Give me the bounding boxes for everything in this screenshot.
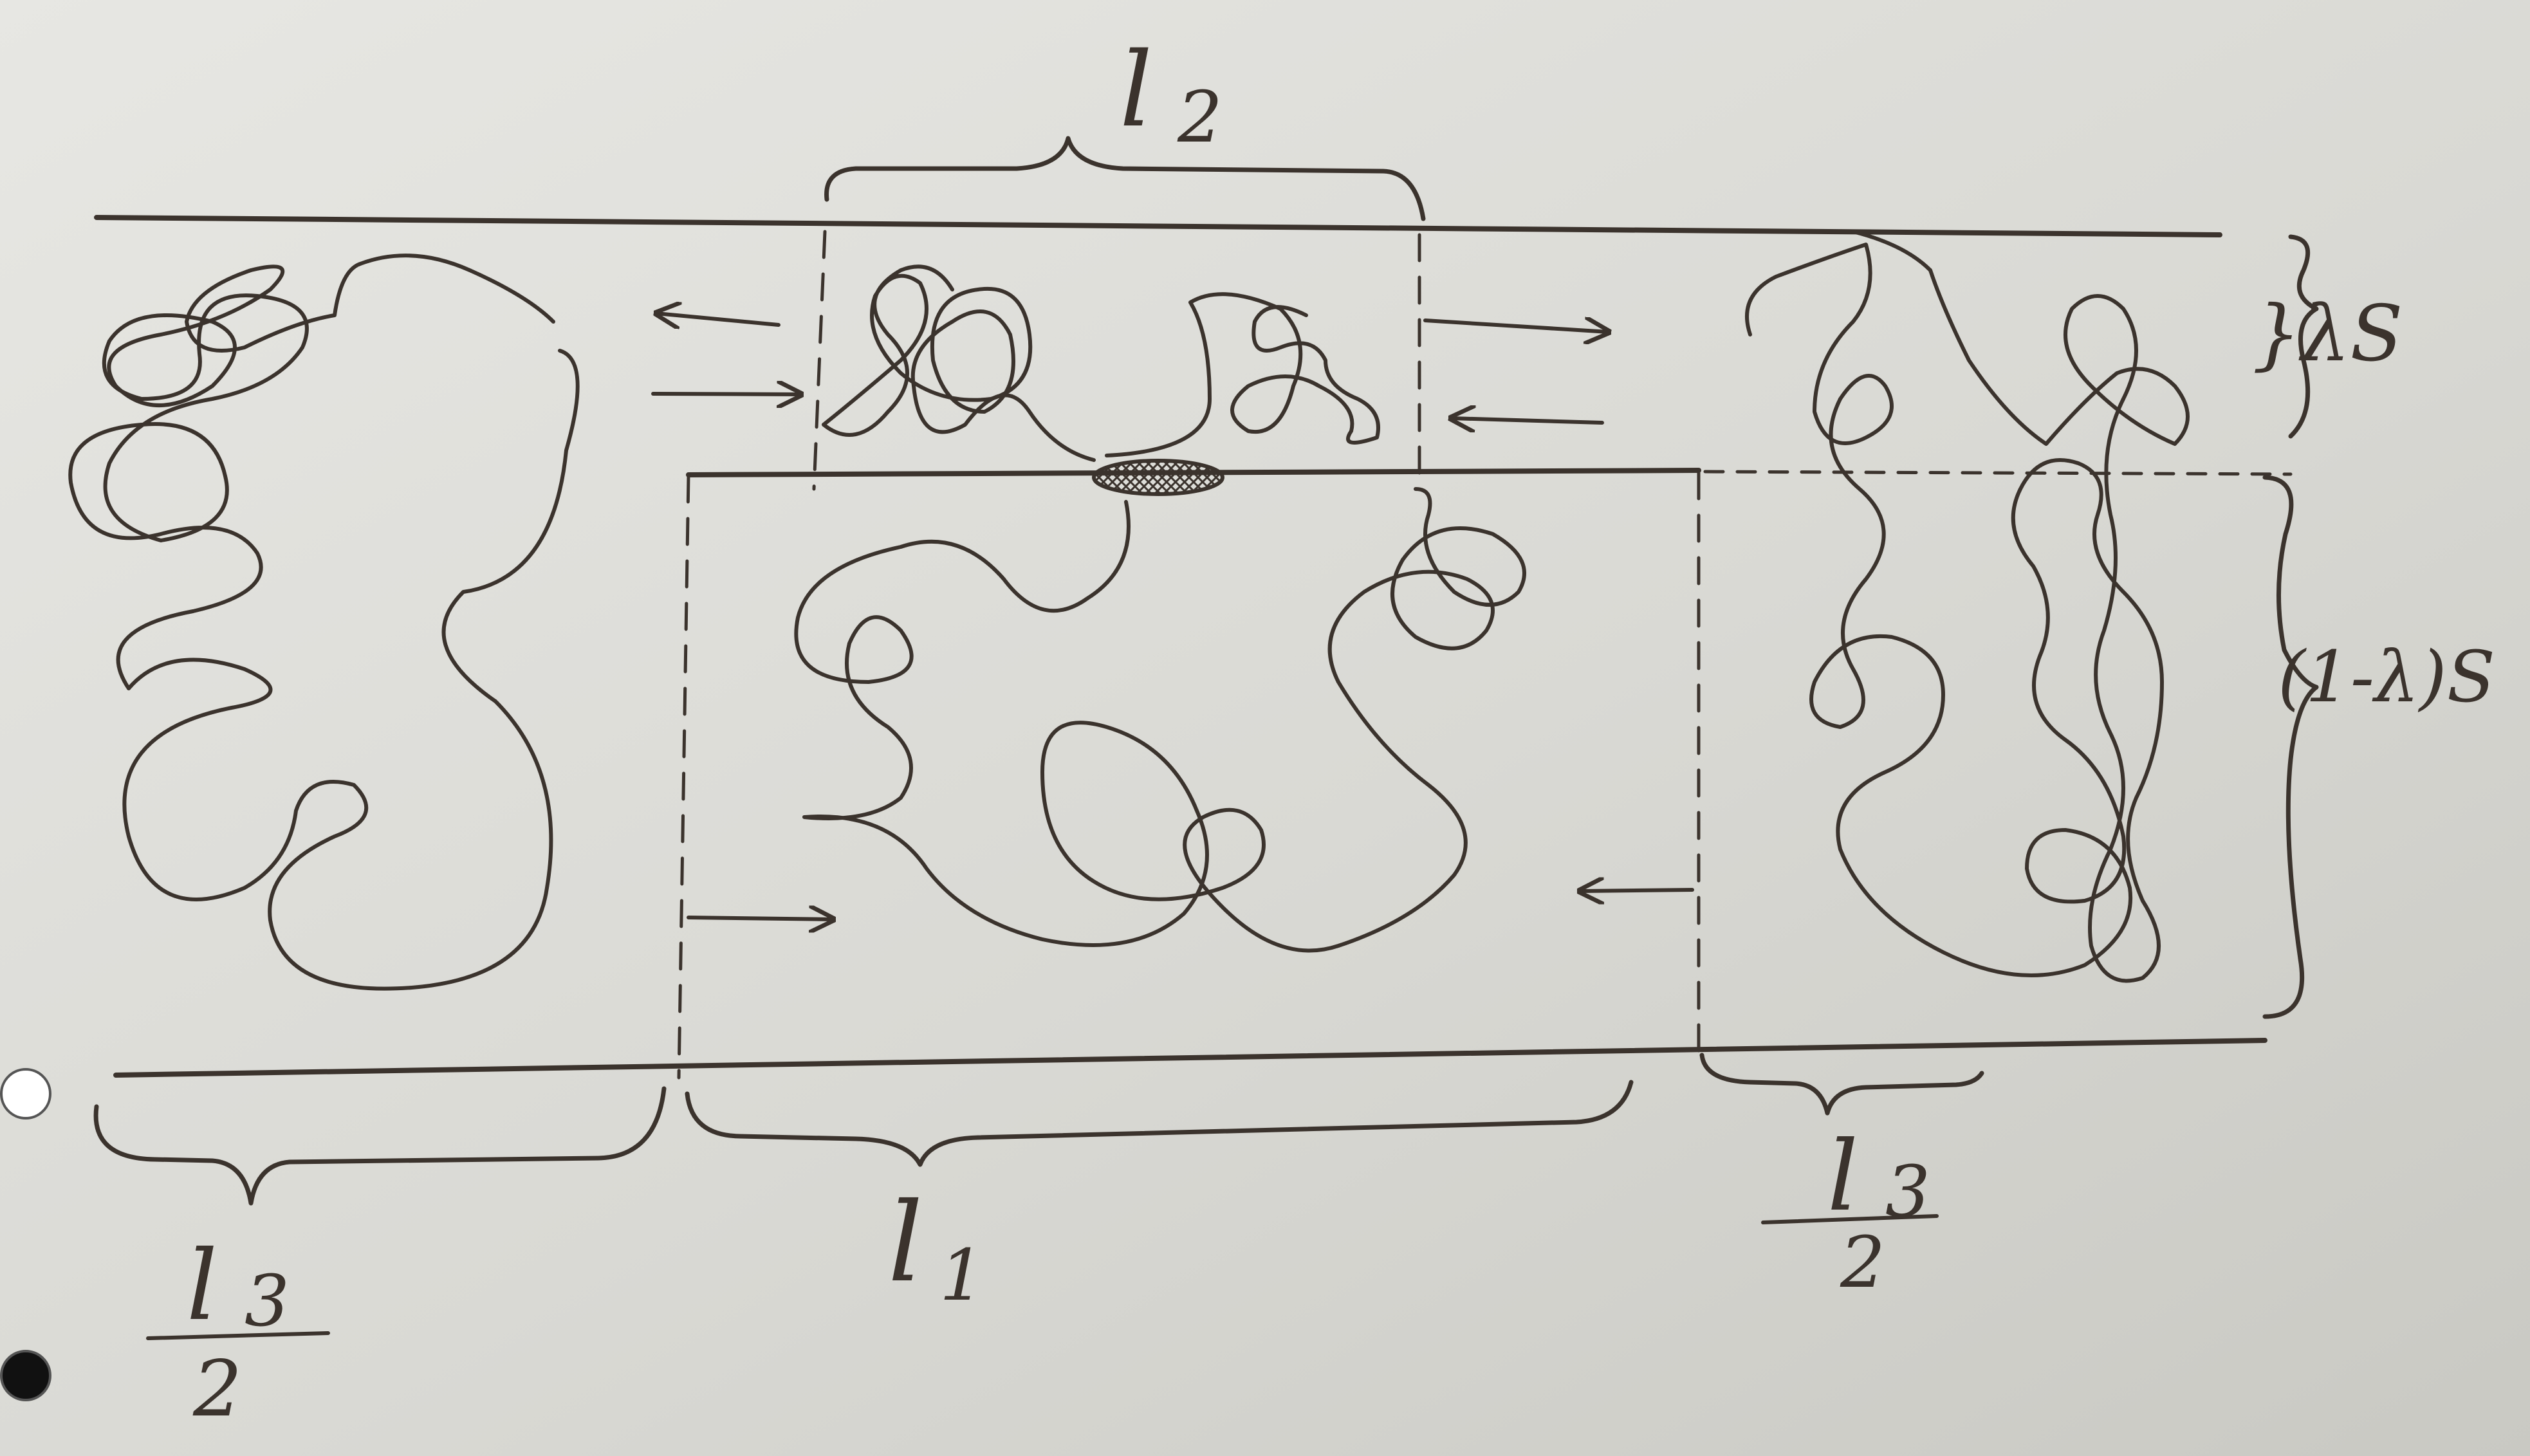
hatched-junction [1092,459,1224,496]
label-l2: l [1120,30,1152,150]
top-boundary-line [94,215,2222,237]
polymer-center [794,487,1526,953]
label-l3-left-subscript: 3 [245,1260,290,1342]
polymer-top-middle [822,264,1096,462]
arrow-right-bottom [687,917,833,919]
brace-l2 [824,136,1426,221]
brace-one-minus-lambda-s [2262,475,2319,1019]
fraction-bar-l3-right [1761,1214,1939,1224]
dashed-line-l2-left [812,230,827,491]
brace-l1 [685,1080,1634,1167]
middle-dashed-line [1703,470,2293,476]
arrow-right-top-right [1423,320,1609,332]
polymer-right [1745,230,2190,983]
arrow-left-upper [656,313,780,325]
label-l1-subscript: 1 [939,1234,984,1316]
polymer-left [68,253,580,991]
polymer-top-right [1105,292,1380,457]
dashed-line-l1-left [677,474,690,1080]
brace-lambda-s [2288,234,2319,439]
label-l3-right: l [1827,1121,1858,1233]
label-l3-left: l [187,1230,217,1342]
brace-l3-right [1699,1053,1984,1116]
label-l3-right-subscript: 3 [1885,1150,1930,1233]
label-lambda-s: }λS [2252,290,2403,379]
arrow-left-top-right [1451,418,1604,423]
label-one-minus-lambda-s: (1-λ)S [2278,636,2495,718]
label-l2-subscript: 2 [1177,76,1223,158]
label-l3-left-denominator: 2 [192,1345,242,1434]
fraction-bar-l3-left [146,1331,330,1340]
binder-hole-top [0,1068,51,1120]
brace-l3-left [93,1086,667,1206]
label-l1: l [888,1179,923,1307]
binder-hole-bottom [0,1350,51,1401]
bottom-boundary-line [113,1038,2267,1078]
label-l3-right-denominator: 2 [1840,1221,1885,1304]
arrow-left-bottom [1580,890,1694,891]
